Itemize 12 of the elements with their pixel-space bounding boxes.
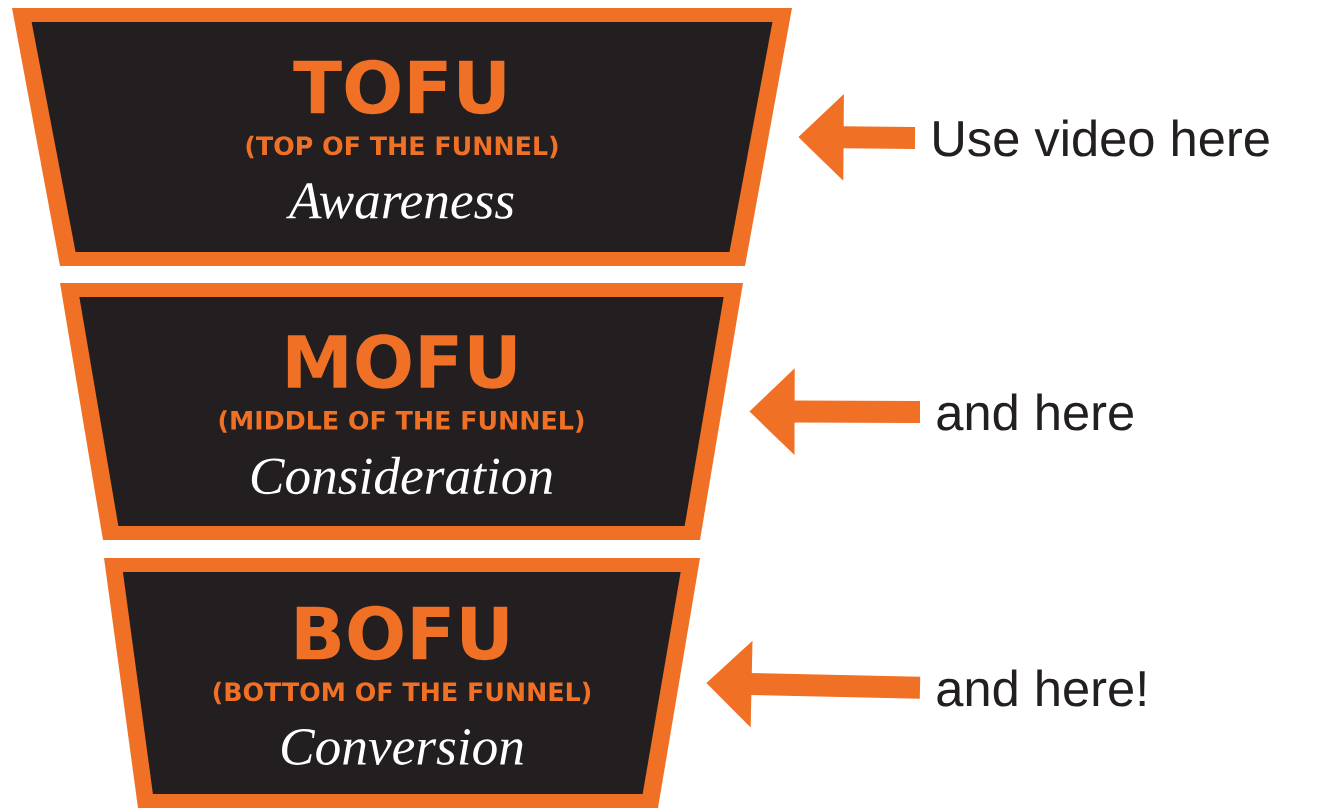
stage-name: Awareness — [286, 183, 514, 219]
stage-acronym: TOFU — [293, 59, 505, 115]
stage-name: Conversion — [282, 729, 523, 765]
note-text: and here — [937, 393, 1133, 431]
stage-subtitle: (MIDDLE OF THE FUNNEL) — [219, 410, 584, 433]
note-text: and here! — [937, 669, 1145, 707]
stage-name: Consideration — [251, 456, 552, 495]
note-text: Use video here — [934, 119, 1269, 157]
stage-acronym: MOFU — [287, 334, 516, 389]
stage-acronym: BOFU — [296, 605, 508, 661]
stage-subtitle: (TOP OF THE FUNNEL) — [246, 135, 558, 159]
stage-subtitle: (BOTTOM OF THE FUNNEL) — [213, 681, 591, 705]
